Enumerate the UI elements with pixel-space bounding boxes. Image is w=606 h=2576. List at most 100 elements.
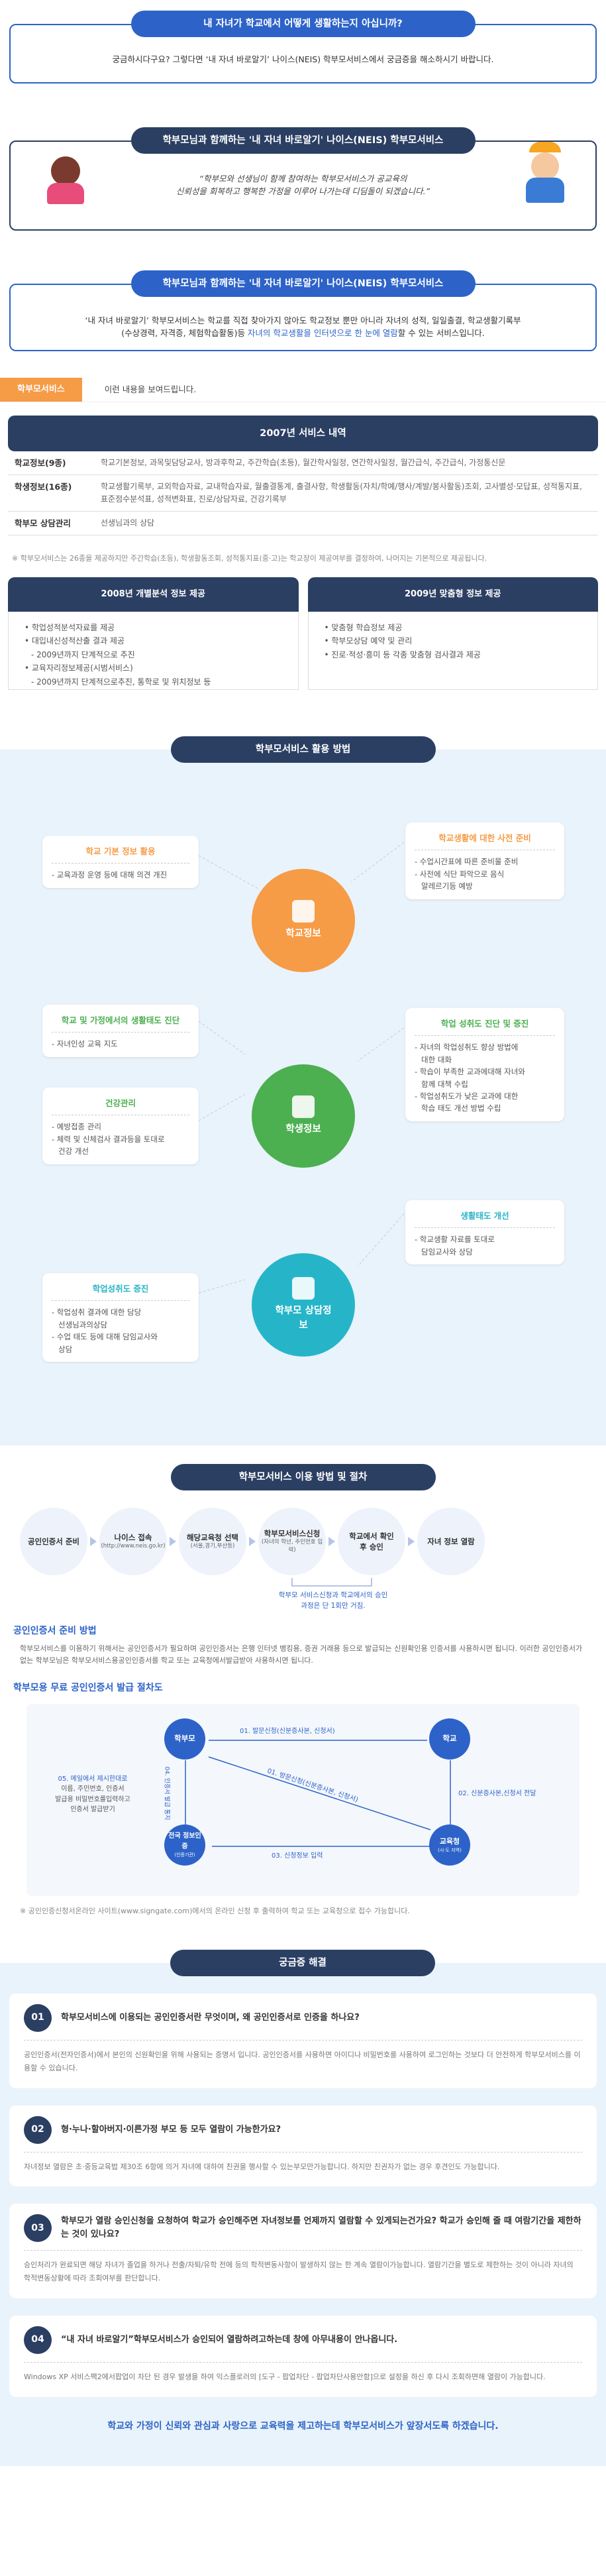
plan-2009: 2009년 맞춤형 정보 제공 • 맞춤형 학습정보 제공 • 학부모상담 예약… (307, 577, 598, 690)
edge-label: 02. 신분증사본,신청서 전달 (458, 1789, 536, 1797)
card-line: 상담 (58, 1344, 73, 1354)
card-line: 선생님과의상담 (58, 1319, 108, 1329)
service-section: 학부모님과 함께하는 '내 자녀 바로알기' 나이스(NEIS) 학부모서비스 … (0, 231, 606, 351)
intro-title: 내 자녀가 학교에서 어떻게 생활하는지 아십니까? (130, 11, 476, 37)
step-approve: 학교에서 확인 후 승인 (338, 1507, 405, 1575)
service-line2: (수상경력, 자격증, 체험학습활동)등 자녀의 학교생활을 인터넷으로 한 눈… (11, 327, 595, 339)
mission-box: “학부모와 선생님이 함께 참여하는 학부모서비스가 공교육의 신뢰성을 회복하… (9, 140, 597, 231)
card-line: - 학업성취 결과에 대한 담당 (52, 1308, 142, 1317)
faq-title: 궁금증 해결 (170, 1950, 435, 1977)
plan-2009-list: • 맞춤형 학습정보 제공 • 학부모상담 예약 및 관리 • 진로·적성·흥미… (307, 611, 598, 690)
procedure-title: 학부모서비스 이용 방법 및 절차 (170, 1463, 436, 1490)
step-cert: 공인인증서 준비 (20, 1507, 87, 1575)
card-title: 학교생활에 대한 사전 준비 (438, 832, 531, 843)
card-line: - 자녀의 학업성취도 향상 방법에 (415, 1042, 519, 1052)
edge5-line: 이름, 주민번호, 인증서 (61, 1785, 125, 1793)
plan-2008-title: 2008년 개별분석 정보 제공 (8, 577, 299, 612)
page: 내 자녀가 학교에서 어떻게 생활하는지 아십니까? 궁금하시다구요? 그렇다면… (0, 11, 606, 2466)
row-heading: 학생정보(16종) (15, 482, 72, 492)
approval-note: 학부모 서비스신청과 학교에서의 승인과정은 단 1회만 거침. (278, 1591, 388, 1610)
usage-section: 학부모서비스 활용 방법 학교정보 학생정보 학부모 상담정보 학교 기본 정보… (0, 736, 606, 1445)
node-signgate: 전국 정보인증 (인증기관) (164, 1824, 205, 1866)
card-line: - 자녀인성 교육 지도 (52, 1032, 189, 1050)
cert-method: 공인인증서 준비 방법 학부모서비스를 이용하기 위해서는 공인인증서가 필요하… (0, 1624, 606, 1667)
card-line: 대한 대화 (421, 1054, 452, 1064)
flow-lines (185, 1740, 451, 1847)
service-table: 2007년 서비스 내역 학교정보(9종)학교기본정보, 과목및담당교사, 방과… (8, 416, 598, 535)
content-section: 학부모서비스 이런 내용을 보여드립니다. 2007년 서비스 내역 학교정보(… (0, 351, 606, 690)
card-title: 학업성취도 증진 (92, 1283, 149, 1294)
faq-question: “내 자녀 바로알기”학부모서비스가 승인되어 열람하려고하는데 창에 아무내용… (61, 2334, 398, 2345)
step-sub: (서울,경기,부산등) (190, 1543, 235, 1550)
step-label: 학부모서비스신청 (264, 1529, 321, 1539)
faq-number: 03 (24, 2214, 52, 2243)
faq-item: 04 “내 자녀 바로알기”학부모서비스가 승인되어 열람하려고하는데 창에 아무… (9, 2316, 597, 2397)
plan-2008-list: • 학업성적분석자료를 제공 • 대입내신성적산출 결과 제공 - 2009년까… (8, 611, 299, 690)
card-title: 학교 및 가정에서의 생활태도 진단 (61, 1015, 180, 1025)
usage-connectors (198, 842, 405, 1294)
chat-icon (292, 1276, 315, 1300)
row-content: 선생님과의 상담 (101, 518, 155, 528)
faq-number: 02 (24, 2115, 52, 2144)
cert-flow-diagram: 학부모 학교 교육청(시·도 지역) 전국 정보인증(인증기관) 01. 발문신… (26, 1703, 580, 1896)
list-item: • 학부모상담 예약 및 관리 (324, 636, 413, 646)
mission-line1: “학부모와 선생님이 함께 참여하는 학부모서비스가 공교육의 (199, 174, 407, 184)
node-office: 교육청(시·도 지역) (429, 1824, 470, 1866)
node-signgate-label: 전국 정보인증 (168, 1832, 201, 1850)
list-item: - 2009년까지 단계적으로추진, 통학로 및 위치정보 등 (31, 677, 211, 687)
card-line: 알레르기등 예방 (421, 881, 473, 891)
future-plans: 2008년 개별분석 정보 제공 • 학업성적분석자료를 제공 • 대입내신성적… (8, 577, 598, 690)
step-label: 공인인증서 준비 (27, 1536, 80, 1546)
edge5-line: 발급용 비밀번호를입력하고 (55, 1795, 130, 1803)
edge5-line: 인증서 발급받기 (70, 1806, 115, 1814)
table-header-2007: 2007년 서비스 내역 (8, 416, 598, 451)
cert-flow-title: 학부모용 무료 공인인증서 발급 절차도 (13, 1682, 163, 1693)
list-item: • 대입내신성적산출 결과 제공 (25, 636, 125, 646)
boy-illustration (519, 142, 572, 208)
closing-message: 학교와 가정이 신뢰와 관심과 사랑으로 교육력을 제고하는데 학부모서비스가 … (107, 2420, 499, 2432)
row-content: 학교생활기록부, 교외학습자료, 교내학습자료, 월출결통계, 출결사항, 학생… (101, 482, 582, 504)
list-item: • 진로·적성·흥미 등 각종 맞춤형 검사결과 제공 (324, 649, 481, 659)
list-item: - 2009년까지 단계적으로 추진 (31, 649, 135, 659)
node-office-sub: (시·도 지역) (438, 1848, 462, 1854)
card-title: 학업 성취도 진단 및 증진 (440, 1018, 529, 1029)
mission-line2: 신뢰성을 회복하고 행복한 가정을 이루어 나가는데 디딤돌이 되겠습니다.” (176, 186, 430, 197)
neis-url: (http://www.neis.go.kr) (101, 1543, 166, 1550)
table-note: ※ 학부모서비스는 26종을 제공하지만 주간학습(초등), 학생활동조회, 성… (12, 553, 487, 563)
card-line: - 수업시간표에 따른 준비물 준비 (415, 857, 519, 867)
service-highlight: 자녀의 학교생활을 인터넷으로 한 눈에 열람 (247, 328, 398, 339)
step-label: 해당교육청 선택 (186, 1532, 239, 1542)
counsel-info-circle: 학부모 상담정보 (252, 1253, 355, 1357)
card-life-attitude: 학교 및 가정에서의 생활태도 진단 - 자녀인성 교육 지도 (42, 1004, 199, 1057)
arrow-icon (249, 1536, 256, 1546)
counsel-info-label: 학부모 상담정보 (275, 1305, 332, 1331)
step-label: 자녀 정보 열람 (427, 1536, 475, 1546)
step-label: 나이스 접속 (114, 1532, 152, 1542)
faq-answer: Windows XP 서비스팩2에서팝업이 차단 된 경우 발생을 하여 익스플… (24, 2362, 582, 2384)
list-item: • 맞춤형 학습정보 제공 (324, 622, 403, 632)
intro-text: 궁금하시다구요? 그렇다면 ‘내 자녀 바로알기’ 나이스(NEIS) 학부모서… (112, 54, 494, 64)
service-line1: ‘내 자녀 바로알기’ 학부모서비스는 학교를 직접 찾아가지 않아도 학교정보… (85, 315, 521, 325)
card-line: - 학교생활 자료를 토대로 (415, 1235, 495, 1245)
edge-label: 01. 발문신청(신분증사본, 신청서) (240, 1727, 335, 1735)
card-school-prep: 학교생활에 대한 사전 준비 - 수업시간표에 따른 준비물 준비- 사전에 식… (405, 822, 564, 899)
signgate-note: ※ 공인인증신청서온라인 사이트(www.signgate.com)에서의 온라… (20, 1906, 410, 1915)
cert-method-title: 공인인증서 준비 방법 (13, 1625, 97, 1636)
arrow-icon (408, 1536, 415, 1546)
row-heading: 학부모 상담관리 (15, 518, 71, 528)
step-office: 해당교육청 선택(서울,경기,부산등) (179, 1507, 246, 1575)
arrow-icon (90, 1536, 97, 1546)
card-line: 담임교사와 상담 (421, 1247, 473, 1257)
node-signgate-sub: (인증기관) (174, 1852, 195, 1858)
faq-number: 04 (24, 2326, 52, 2355)
usage-title: 학부모서비스 활용 방법 (170, 736, 436, 763)
girl-illustration (42, 156, 89, 209)
arrow-icon (328, 1536, 335, 1546)
